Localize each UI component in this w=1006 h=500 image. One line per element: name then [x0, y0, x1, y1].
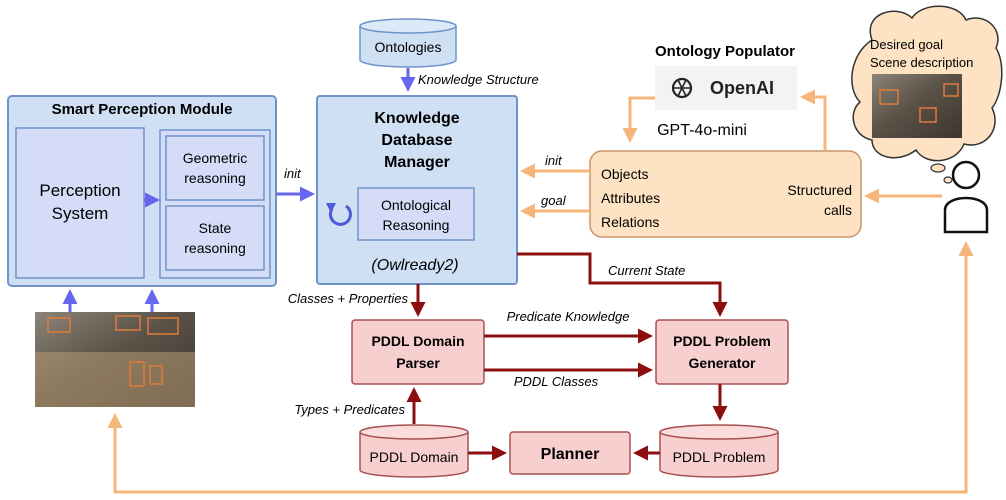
pddl-problem-generator: PDDL Problem Generator [655, 319, 789, 385]
init-label-left: init [284, 166, 302, 181]
init-label-right: init [545, 153, 563, 168]
geometric-line1: Geometric [183, 150, 248, 166]
perception-line2: System [52, 204, 109, 223]
scene-thought-cloud: Desired goal Scene description [851, 5, 1003, 184]
state-line2: reasoning [184, 240, 246, 256]
planner-box: Planner [509, 431, 631, 475]
kdm-line3: Manager [384, 154, 450, 171]
onto-line2: Reasoning [383, 217, 450, 233]
generator-line2: Generator [689, 355, 756, 371]
structured-output-box: Objects Attributes Relations Structured … [589, 150, 862, 238]
types-predicates-label: Types + Predicates [294, 402, 405, 417]
openai-to-objects-arrow [622, 96, 655, 143]
perception-line1: Perception [39, 181, 120, 200]
pddl-domain-label: PDDL Domain [370, 449, 459, 465]
state-reasoning-box [165, 205, 265, 271]
ontology-populator-title: Ontology Populator [655, 43, 795, 60]
kdm-line2: Database [381, 132, 452, 149]
openai-logo-box: OpenAI [655, 66, 797, 110]
user-icon [943, 160, 989, 234]
parser-line1: PDDL Domain [371, 333, 464, 349]
smart-perception-title: Smart Perception Module [52, 101, 233, 118]
cloud-line1: Desired goal [870, 37, 943, 52]
gpt-model-label: GPT-4o-mini [657, 122, 747, 139]
pddl-classes-label: PDDL Classes [514, 374, 599, 389]
structured-calls-line2: calls [824, 202, 852, 218]
planner-label: Planner [541, 446, 600, 463]
relations-label: Relations [601, 214, 659, 230]
feedback-loop-arrow [107, 241, 974, 494]
structured-calls-line1: Structured [787, 182, 852, 198]
ontologies-label: Ontologies [375, 39, 442, 55]
refresh-icon [326, 203, 352, 226]
state-line1: State [199, 220, 232, 236]
pddl-problem-label: PDDL Problem [673, 449, 766, 465]
calls-to-openai-arrow [800, 89, 827, 150]
predicate-knowledge-label: Predicate Knowledge [507, 309, 630, 324]
owlready-label: (Owlready2) [371, 257, 458, 274]
camera-scene-image [35, 312, 195, 407]
smart-perception-module: Smart Perception Module Perception Syste… [7, 95, 277, 287]
perception-system-box [15, 127, 145, 279]
geometric-reasoning-box [165, 135, 265, 201]
attributes-label: Attributes [601, 190, 660, 206]
ontological-reasoning-box [357, 187, 475, 241]
ontologies-database: Ontologies [359, 18, 457, 68]
kdm-line1: Knowledge [374, 110, 459, 127]
objects-label: Objects [601, 166, 648, 182]
pddl-domain-database: PDDL Domain [359, 424, 469, 478]
cloud-line2: Scene description [870, 55, 973, 70]
generator-line1: PDDL Problem [673, 333, 771, 349]
geometric-line2: reasoning [184, 170, 246, 186]
onto-line1: Ontological [381, 197, 451, 213]
pddl-problem-database: PDDL Problem [659, 424, 779, 478]
knowledge-database-manager: Knowledge Database Manager Ontological R… [316, 95, 518, 285]
openai-brand: OpenAI [710, 78, 774, 98]
classes-properties-label: Classes + Properties [288, 291, 409, 306]
parser-line2: Parser [396, 355, 440, 371]
pddl-domain-parser: PDDL Domain Parser [351, 319, 485, 385]
openai-icon [671, 77, 693, 99]
knowledge-structure-label: Knowledge Structure [418, 72, 539, 87]
goal-label: goal [541, 193, 567, 208]
current-state-label: Current State [608, 263, 685, 278]
